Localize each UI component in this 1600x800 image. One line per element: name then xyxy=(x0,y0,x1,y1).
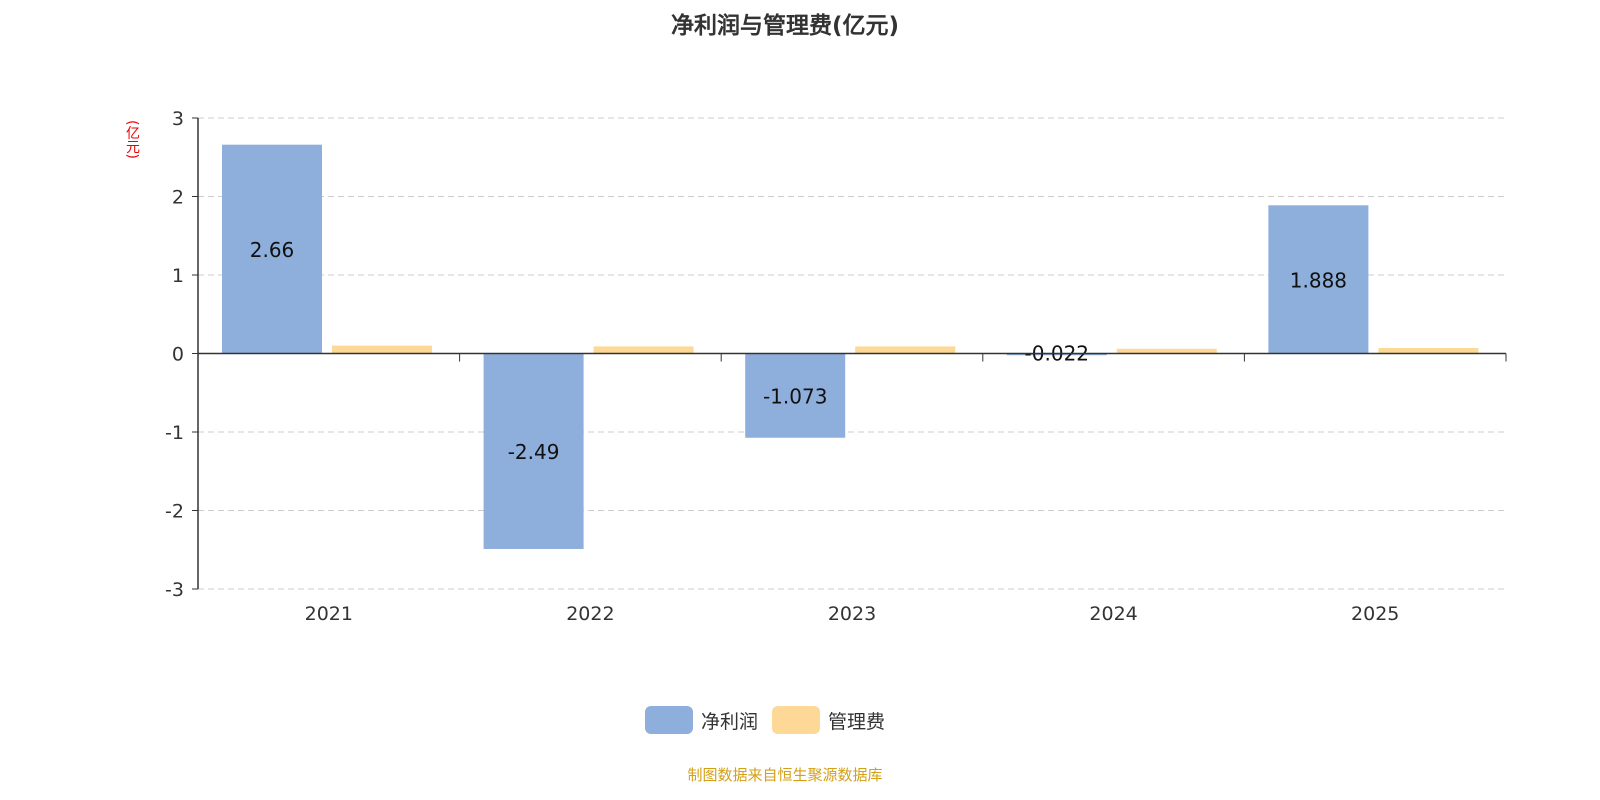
y-tick-label: 1 xyxy=(172,265,184,287)
y-tick-label: -2 xyxy=(165,501,184,523)
x-tick-label: 2023 xyxy=(828,603,876,625)
legend-item-net-profit[interactable]: 净利润 xyxy=(645,706,758,734)
y-tick-label: -1 xyxy=(165,422,184,444)
source-note: 制图数据来自恒生聚源数据库 xyxy=(687,766,883,784)
legend-swatch xyxy=(645,706,693,734)
net-profit-bar xyxy=(222,144,322,354)
admin-fee-bar xyxy=(1116,348,1217,354)
net-profit-bar xyxy=(1006,353,1107,356)
admin-fee-bar xyxy=(1378,348,1479,354)
y-axis-unit: (亿元) xyxy=(124,120,140,159)
legend-label: 管理费 xyxy=(828,710,886,733)
net-profit-bar xyxy=(745,353,846,438)
admin-fee-bar xyxy=(332,345,432,354)
legend-swatch xyxy=(772,706,821,734)
chart-title: 净利润与管理费(亿元) xyxy=(670,13,900,39)
y-tick-label: 3 xyxy=(172,108,184,130)
x-tick-label: 2025 xyxy=(1351,603,1399,625)
y-tick-label: -3 xyxy=(165,579,184,601)
net-profit-bar xyxy=(483,353,584,549)
data-label: -1.073 xyxy=(763,385,827,409)
legend-item-admin-fee[interactable]: 管理费 xyxy=(772,706,885,734)
x-tick-label: 2021 xyxy=(305,603,353,625)
x-tick-label: 2022 xyxy=(566,603,614,625)
data-label: 1.888 xyxy=(1290,268,1347,292)
y-tick-label: 2 xyxy=(172,187,184,209)
data-label: 2.66 xyxy=(250,238,295,262)
legend-label: 净利润 xyxy=(701,710,759,733)
admin-fee-bar xyxy=(855,346,956,354)
y-tick-label: 0 xyxy=(172,344,184,366)
admin-fee-bar xyxy=(593,346,694,354)
x-tick-label: 2024 xyxy=(1089,603,1137,625)
data-label: -2.49 xyxy=(508,440,560,464)
net-profit-bar xyxy=(1268,205,1369,354)
legend: 净利润 管理费 xyxy=(645,706,885,734)
